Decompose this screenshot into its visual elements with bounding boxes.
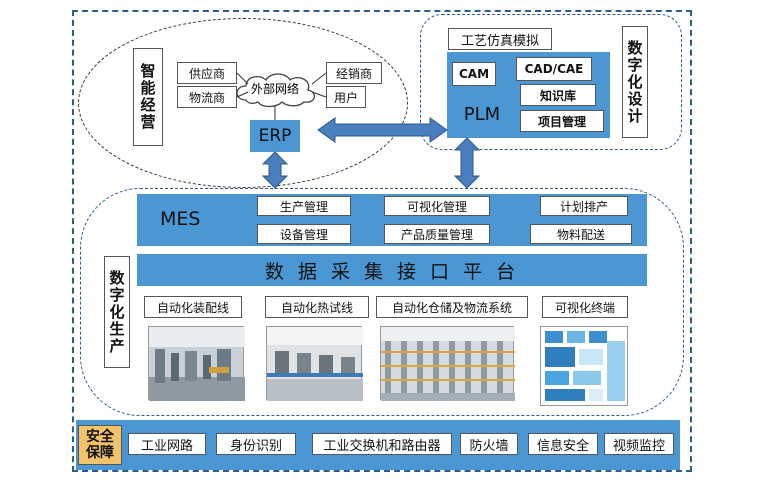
- heat-test-line-box: 自动化热试线: [265, 296, 369, 318]
- production-mgmt-box: 生产管理: [257, 196, 351, 216]
- video-monitoring-box: 视频监控: [604, 433, 674, 455]
- visual-mgmt-box: 可视化管理: [384, 196, 490, 216]
- erp-label: ERP: [258, 126, 292, 146]
- cam-box: CAM: [452, 62, 496, 86]
- user-box: 用户: [326, 86, 366, 108]
- material-delivery-box: 物料配送: [530, 224, 632, 244]
- logistics-box: 物流商: [177, 86, 237, 108]
- security-title: 安全保障: [78, 425, 122, 465]
- visual-terminal-illustration: [540, 326, 628, 406]
- cad-cae-box: CAD/CAE: [516, 57, 592, 81]
- erp-box: ERP: [250, 120, 300, 152]
- outer-frame: [72, 10, 692, 472]
- mes-label: MES: [160, 208, 201, 230]
- digital-production-title: 数字化生产: [104, 256, 130, 368]
- digital-design-frame: [420, 14, 682, 150]
- warehouse-photo: [380, 326, 515, 401]
- data-platform-label: 数 据 采 集 接 口 平 台: [264, 260, 520, 283]
- visual-terminal-box: 可视化终端: [542, 296, 628, 318]
- assembly-line-photo: [148, 326, 245, 401]
- distributor-box: 经销商: [326, 62, 382, 84]
- knowledge-base-box: 知识库: [520, 84, 596, 106]
- production-frame: [80, 188, 684, 416]
- cloud-label: 外部网络: [250, 82, 299, 96]
- smart-operation-ellipse: [78, 18, 408, 188]
- equipment-mgmt-box: 设备管理: [257, 224, 351, 244]
- assembly-line-box: 自动化装配线: [144, 296, 242, 318]
- erp-plm-arrow: [317, 117, 448, 143]
- digital-design-title: 数字化设计: [622, 26, 648, 138]
- industrial-network-box: 工业网路: [128, 433, 206, 455]
- process-sim-box: 工艺仿真模拟: [448, 28, 552, 50]
- plm-label: PLM: [463, 104, 501, 125]
- info-security-box: 信息安全: [528, 433, 598, 455]
- planning-box: 计划排产: [540, 196, 628, 216]
- quality-mgmt-box: 产品质量管理: [384, 224, 490, 244]
- supplier-box: 供应商: [177, 62, 237, 84]
- cloud-icon: [232, 70, 318, 108]
- heat-test-line-photo: [266, 326, 363, 401]
- identity-box: 身份识别: [216, 433, 296, 455]
- firewall-box: 防火墙: [460, 433, 518, 455]
- smart-operation-title: 智能经营: [133, 48, 163, 146]
- project-mgmt-box: 项目管理: [520, 110, 604, 132]
- switch-router-box: 工业交换机和路由器: [312, 433, 452, 455]
- plm-mes-arrow: [453, 137, 481, 189]
- data-platform-band: 数 据 采 集 接 口 平 台: [137, 254, 647, 286]
- warehouse-logistics-box: 自动化仓储及物流系统: [376, 296, 528, 318]
- erp-mes-arrow: [261, 151, 289, 189]
